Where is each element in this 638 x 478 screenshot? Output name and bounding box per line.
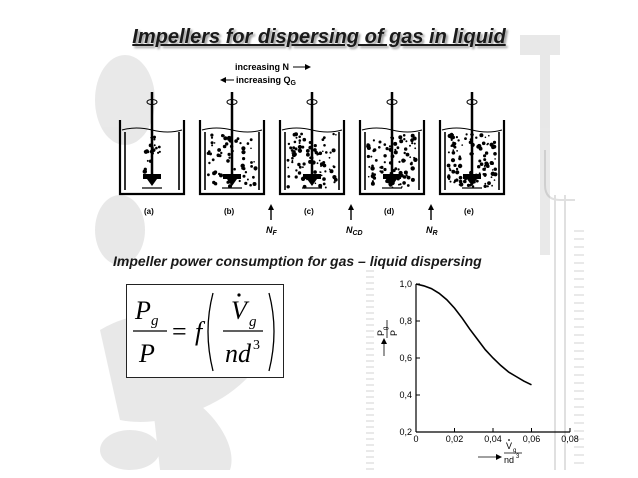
- tank-5: [438, 92, 506, 196]
- x-axis-label: V g nd 3: [478, 439, 522, 465]
- formula-f: f: [195, 317, 206, 346]
- panel-label-3: (c): [304, 207, 314, 216]
- tank-3: [278, 92, 346, 196]
- legend-increasing-n: increasing N: [235, 62, 289, 72]
- panel-label-1: (a): [144, 207, 154, 216]
- formula-v-sub: g: [249, 314, 257, 330]
- marker-2: NCD: [346, 225, 363, 237]
- y-axis-label: P g P: [376, 320, 399, 356]
- impeller-regimes-figure: increasing N increasing QG (a)(b)(c)(d)(…: [118, 62, 506, 237]
- panel-label-2: (b): [224, 207, 235, 216]
- x-tick-label: 0,04: [484, 434, 502, 444]
- panel-label-4: (d): [384, 207, 395, 216]
- y-tick-label: 0,8: [399, 316, 412, 326]
- marker-1: NF: [266, 225, 278, 237]
- x-tick-label: 0,06: [523, 434, 541, 444]
- formula-equals: =: [172, 317, 187, 346]
- tank-panels: [118, 92, 506, 196]
- power-ratio-chart: 0 0,02 0,04 0,06 0,08 0,2 0,4 0,6 0,8 1,0 P g P V…: [376, 279, 579, 465]
- marker-3: NR: [426, 225, 438, 237]
- xlabel-num-sub: g: [513, 448, 516, 454]
- chart-ticks: 0 0,02 0,04 0,06 0,08 0,2 0,4 0,6 0,8 1,0: [399, 279, 578, 444]
- y-tick-label: 0,4: [399, 390, 412, 400]
- xlabel-den-exp: 3: [516, 454, 520, 460]
- tank-2: [198, 92, 266, 196]
- formula-pg-sub: g: [151, 313, 159, 329]
- ylabel-den: P: [389, 330, 399, 336]
- xlabel-num: V: [506, 441, 512, 451]
- x-tick-label: 0: [413, 434, 418, 444]
- section-subtitle: Impeller power consumption for gas – liq…: [113, 253, 482, 269]
- x-tick-label: 0,08: [561, 434, 579, 444]
- y-tick-label: 0,2: [399, 427, 412, 437]
- panel-label-5: (e): [464, 207, 474, 216]
- power-formula-box: P g P = f V g nd 3: [126, 284, 284, 378]
- formula-nd: nd: [225, 339, 252, 368]
- ylabel-num-sub: g: [383, 327, 389, 330]
- panel-labels: (a) (b) (c) (d) (e): [144, 207, 474, 216]
- y-tick-label: 0,6: [399, 353, 412, 363]
- figure-legend: increasing N increasing QG: [220, 62, 311, 87]
- y-tick-label: 1,0: [399, 279, 412, 289]
- legend-increasing-qg: increasing QG: [236, 75, 297, 87]
- ylabel-num: P: [376, 330, 386, 336]
- series-line: [415, 283, 532, 386]
- formula-p-denominator: P: [138, 339, 155, 368]
- formula-v: V: [231, 296, 250, 325]
- x-tick-label: 0,02: [446, 434, 464, 444]
- formula-exp: 3: [253, 338, 260, 353]
- tank-4: [358, 92, 426, 196]
- formula-pg-P: P: [134, 296, 151, 325]
- tank-1: [118, 92, 186, 196]
- power-formula: P g P = f V g nd 3: [133, 292, 275, 372]
- regime-markers: NF NCD NR: [266, 204, 438, 237]
- slide-title: Impellers for dispersing of gas in liqui…: [132, 26, 506, 48]
- xlabel-den: nd: [504, 455, 514, 465]
